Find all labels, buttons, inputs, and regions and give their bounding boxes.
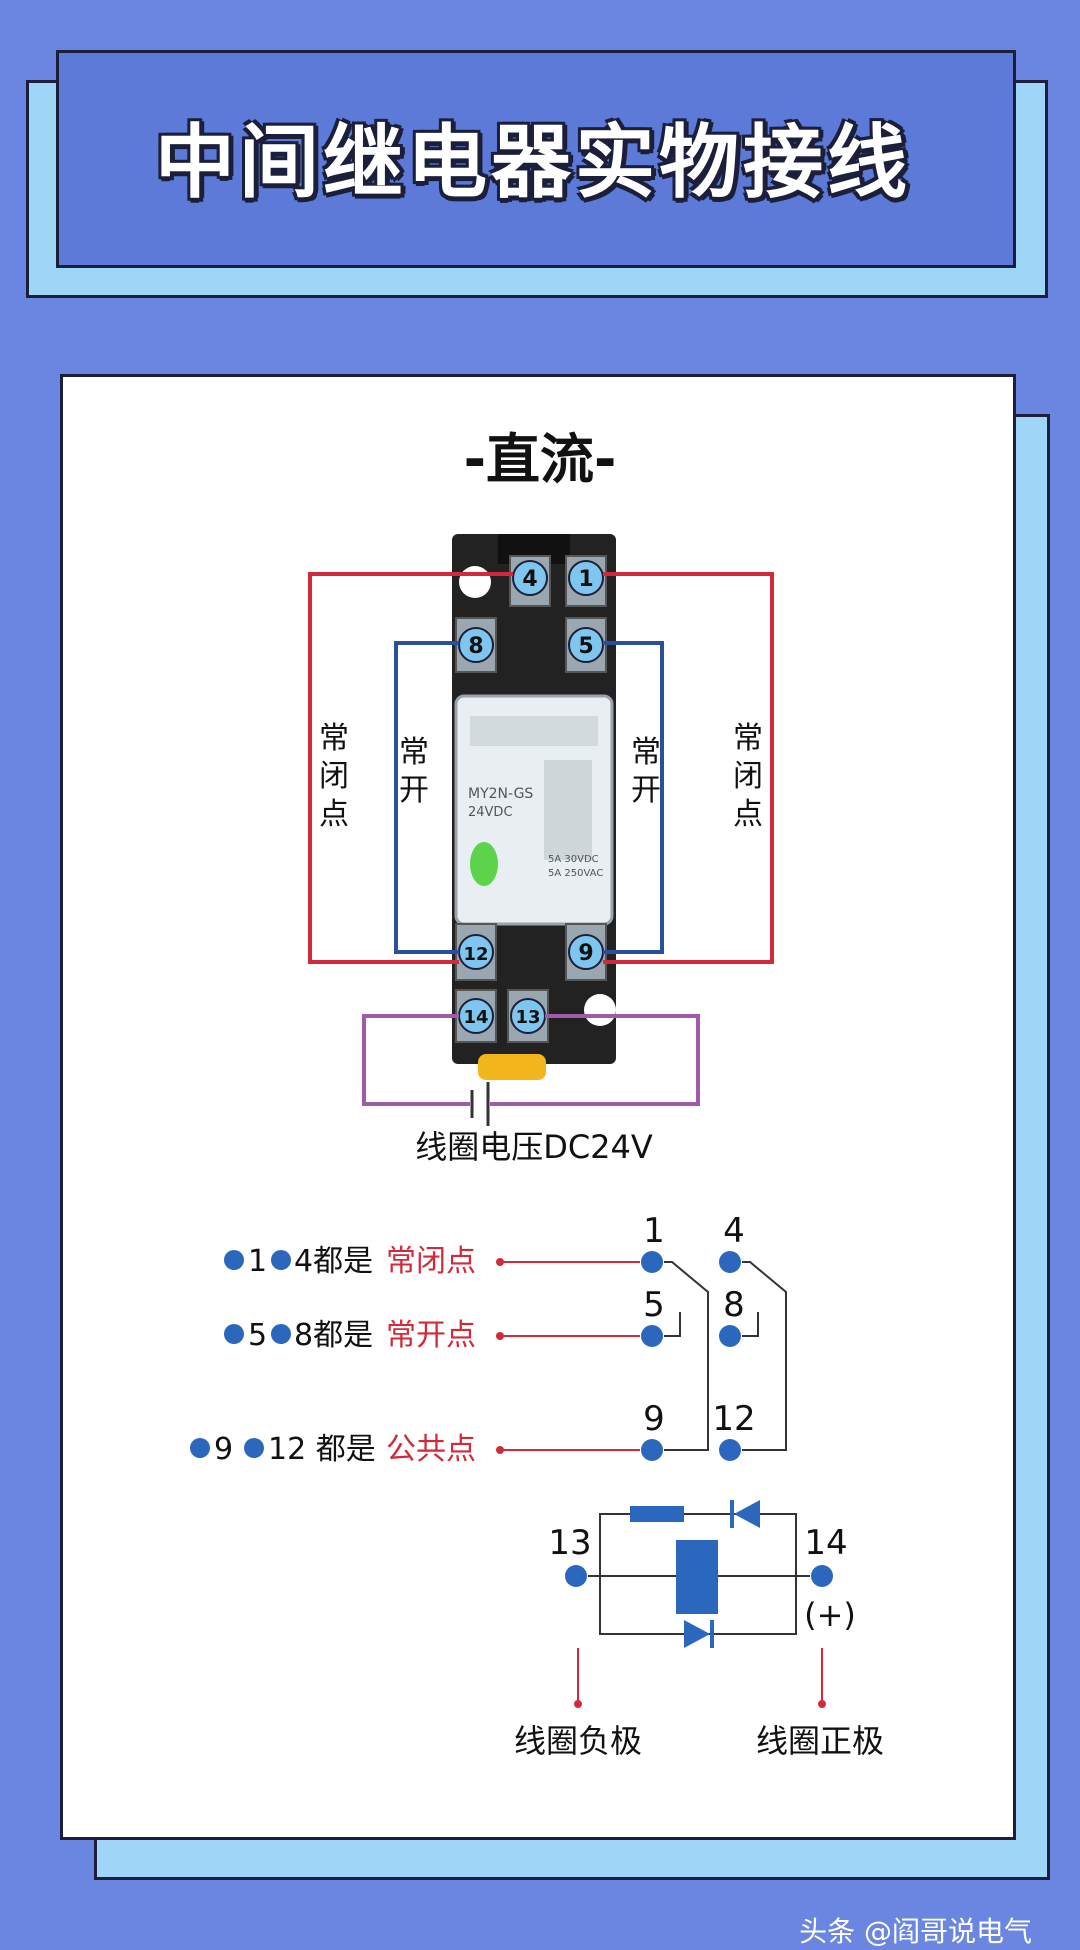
coil-negative-label: 线圈负极 (514, 1722, 642, 1760)
nc-label-right: 常闭点 (733, 721, 763, 832)
terminal-5: 5 (578, 634, 593, 659)
nc-wires (308, 572, 774, 964)
legend-row-common: 9 12 都是 公共点 (190, 1432, 640, 1467)
coil-positive-label: 线圈正极 (756, 1722, 884, 1760)
no-wires (394, 641, 664, 954)
legend-highlight-nc: 常闭点 (386, 1244, 476, 1279)
svg-text:1: 1 (643, 1211, 665, 1251)
terminal-14: 14 (463, 1007, 488, 1028)
terminal-8: 8 (468, 634, 483, 659)
page-title: 中间继电器实物接线 (155, 116, 911, 209)
svg-text:5: 5 (643, 1285, 665, 1325)
svg-text:8都是: 8都是 (294, 1318, 373, 1353)
mount-hole-top (459, 566, 491, 598)
svg-text:5A 30VDC: 5A 30VDC (548, 854, 599, 865)
svg-text:4都是: 4都是 (294, 1244, 373, 1279)
contact-schematic: 1 4 5 8 9 12 (641, 1211, 787, 1461)
svg-text:1: 1 (248, 1244, 267, 1279)
coil-terminal-13: 13 (548, 1523, 591, 1563)
svg-text:8: 8 (723, 1285, 745, 1325)
coil-schematic: 13 14 (+) 线圈负极 线圈正极 (514, 1500, 884, 1760)
legend-row-nc: 1 4都是 常闭点 (224, 1244, 640, 1279)
terminal-1: 1 (578, 567, 593, 592)
svg-text:MY2N-GS: MY2N-GS (468, 786, 533, 802)
terminal-4: 4 (522, 567, 537, 592)
legend-highlight-no: 常开点 (386, 1318, 476, 1353)
svg-text:9: 9 (214, 1432, 233, 1467)
svg-text:12: 12 (712, 1399, 755, 1439)
polarity-label: (+) (804, 1596, 856, 1634)
terminal-13: 13 (515, 1007, 540, 1028)
legend-row-no: 5 8都是 常开点 (224, 1318, 640, 1353)
svg-text:5: 5 (248, 1318, 267, 1353)
no-label-left: 常开 (399, 735, 429, 808)
status-led (470, 842, 498, 886)
dc-source-icon (470, 1082, 490, 1126)
coil-voltage-label: 线圈电压DC24V (415, 1128, 653, 1166)
diode-top-icon (734, 1500, 760, 1528)
watermark: 头条 @阎哥说电气 (799, 1915, 1032, 1948)
coil-icon (676, 1540, 718, 1614)
legend-highlight-common: 公共点 (386, 1432, 476, 1467)
resistor-icon (630, 1506, 684, 1522)
no-label-right: 常开 (631, 735, 661, 808)
terminal-12: 12 (463, 944, 488, 965)
legend: 1 4都是 常闭点 5 8都是 常开点 9 12 都是 公共点 (190, 1244, 640, 1467)
nc-label-left: 常闭点 (319, 721, 349, 832)
coil-wires (362, 1014, 700, 1106)
coil-terminal-14: 14 (804, 1523, 847, 1563)
retaining-clip (478, 1054, 546, 1080)
mount-hole-bottom (584, 994, 616, 1026)
terminal-9: 9 (578, 941, 593, 966)
svg-text:5A 250VAC: 5A 250VAC (548, 868, 603, 879)
svg-text:12 都是: 12 都是 (268, 1432, 376, 1467)
svg-text:9: 9 (643, 1399, 665, 1439)
svg-text:4: 4 (723, 1211, 745, 1251)
diode-bottom-icon (684, 1620, 710, 1648)
section-title: -直流- (464, 428, 617, 491)
relay-photo: MY2N-GS 24VDC 5A 30VDC 5A 250VAC (452, 534, 616, 1080)
title-box (56, 50, 1016, 268)
svg-text:24VDC: 24VDC (468, 805, 513, 820)
